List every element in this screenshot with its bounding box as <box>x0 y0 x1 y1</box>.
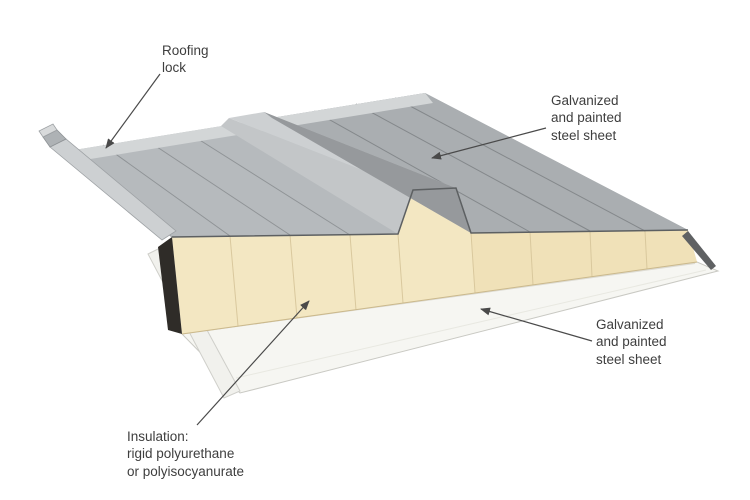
label-roofing-lock: Roofing lock <box>162 43 209 76</box>
label-steel-sheet-bottom: Galvanized and painted steel sheet <box>596 317 667 367</box>
foam-joint-line <box>229 235 239 327</box>
foam-joint-line <box>470 232 476 294</box>
foam-joint-line <box>397 233 404 304</box>
rib-groove-line <box>144 138 291 236</box>
raised-rib <box>221 112 471 234</box>
bottom-sheet-crease <box>235 269 707 379</box>
rib-groove-line <box>313 110 531 233</box>
rib-right-wall <box>264 112 471 233</box>
leader-line-steel-bottom <box>480 307 593 342</box>
rib-groove-line <box>186 131 351 236</box>
leader-line-roofing-lock <box>105 73 161 149</box>
leader-lines <box>105 73 593 426</box>
top-sheet-cut-edge <box>171 187 689 238</box>
rib-groove-line <box>394 97 646 232</box>
foam-joint-line <box>529 231 534 286</box>
foam-joint-line <box>589 230 593 278</box>
foam-joint-line <box>644 230 648 270</box>
foam-joint-line <box>289 234 298 319</box>
rib-groove-line <box>355 103 591 232</box>
foam-joint-line <box>349 234 357 311</box>
insulation-face-shade <box>471 230 697 293</box>
label-insulation: Insulation: rigid polyurethane or polyis… <box>127 429 245 479</box>
panel-end-shadow <box>158 237 182 334</box>
label-steel-sheet-top: Galvanized and painted steel sheet <box>551 93 622 143</box>
insulation-face <box>172 188 697 334</box>
insulation-core-face <box>172 188 698 335</box>
top-steel-sheet <box>61 93 688 238</box>
lock-cap <box>38 123 58 138</box>
leader-line-insulation <box>196 300 310 426</box>
bottom-sheet-right-edge <box>682 231 716 270</box>
roofing-lock-seam <box>38 123 177 241</box>
leader-line-steel-top <box>431 127 547 160</box>
insulation-bottom-edge <box>181 261 698 335</box>
rib-groove-line <box>102 144 231 237</box>
rib-left-wall <box>221 118 413 234</box>
